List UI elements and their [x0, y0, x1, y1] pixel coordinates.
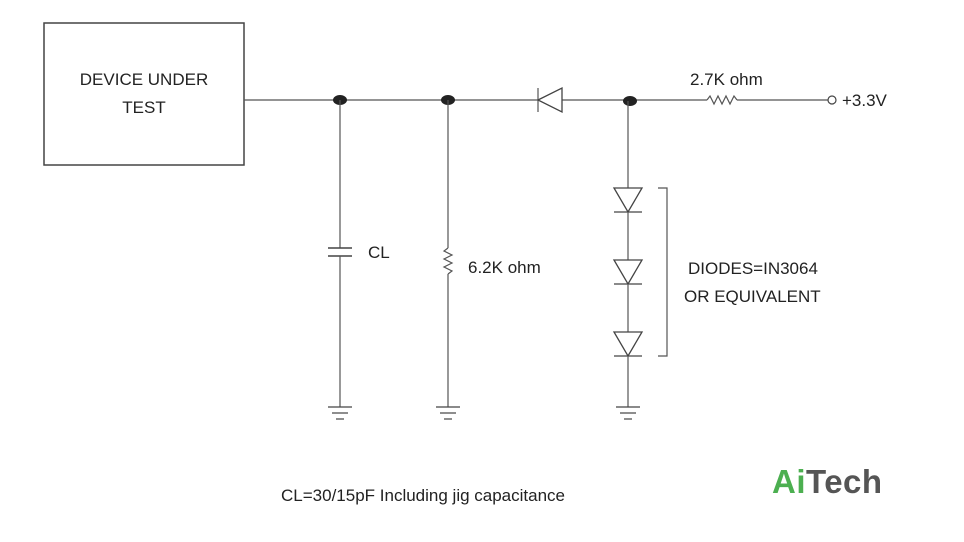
pullup-resistor [706, 94, 738, 106]
pulldown-resistor-label: 6.2K ohm [468, 258, 541, 277]
device-under-test-box [43, 22, 245, 166]
junction-dot-diodes [623, 96, 637, 106]
stack-diode-3 [612, 331, 644, 358]
dut-label-line2: TEST [122, 98, 166, 117]
dut-label-line1: DEVICE UNDER [79, 70, 209, 89]
capacitor-label: CL [368, 243, 390, 262]
pulldown-resistor [442, 247, 454, 275]
series-diode [536, 86, 563, 114]
diode-group-bracket [658, 187, 668, 357]
aitech-logo: AiTech [772, 463, 883, 501]
pullup-resistor-label: 2.7K ohm [690, 70, 763, 89]
ground-symbol-cl [328, 406, 352, 420]
stack-diode-1 [612, 187, 644, 214]
footnote: CL=30/15pF Including jig capacitance [281, 486, 565, 505]
supply-terminal [827, 95, 837, 105]
dut-label: DEVICE UNDER TEST [44, 66, 244, 122]
ground-symbol-resistor [436, 406, 460, 420]
capacitor-cl [328, 247, 352, 257]
ground-symbol-diodes [616, 406, 640, 420]
logo-part-ai: Ai [772, 463, 806, 500]
stack-diode-2 [612, 259, 644, 286]
diodes-note-line2: OR EQUIVALENT [684, 287, 821, 306]
logo-part-tech: Tech [806, 463, 883, 500]
supply-label: +3.3V [842, 91, 887, 110]
diodes-note-line1: DIODES=IN3064 [688, 259, 818, 278]
